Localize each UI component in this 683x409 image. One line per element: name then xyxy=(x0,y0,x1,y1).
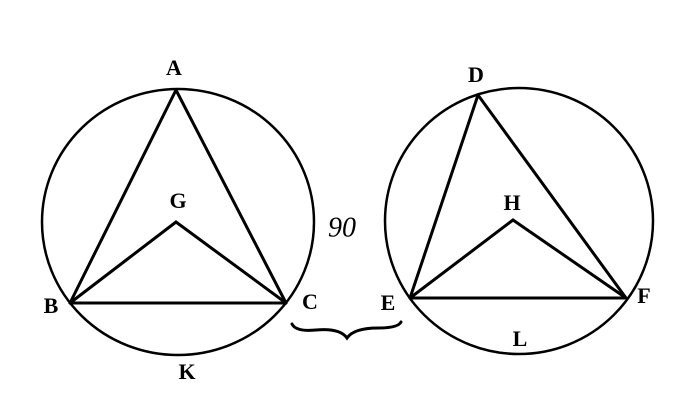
line-df xyxy=(476,93,628,300)
line-eh xyxy=(408,218,515,300)
label-e: E xyxy=(381,290,396,315)
line-ab xyxy=(68,88,178,305)
figure-number: 90 xyxy=(328,212,356,243)
label-h: H xyxy=(503,190,520,215)
label-f: F xyxy=(637,283,650,308)
circle-abc xyxy=(40,87,316,357)
label-b: B xyxy=(44,293,59,318)
line-de xyxy=(408,93,480,300)
circle-def xyxy=(383,86,655,356)
label-g: G xyxy=(169,188,186,213)
line-bg xyxy=(68,220,178,305)
label-d: D xyxy=(468,62,484,87)
line-ac xyxy=(174,88,288,305)
left-figure: A B C G K xyxy=(40,55,318,384)
line-hf xyxy=(511,218,628,300)
label-k: K xyxy=(178,359,195,384)
label-a: A xyxy=(166,55,182,80)
line-gc xyxy=(174,220,288,305)
brace-icon xyxy=(290,320,403,341)
label-c: C xyxy=(302,289,318,314)
right-figure: D E F H L xyxy=(381,62,655,356)
label-l: L xyxy=(513,326,528,351)
